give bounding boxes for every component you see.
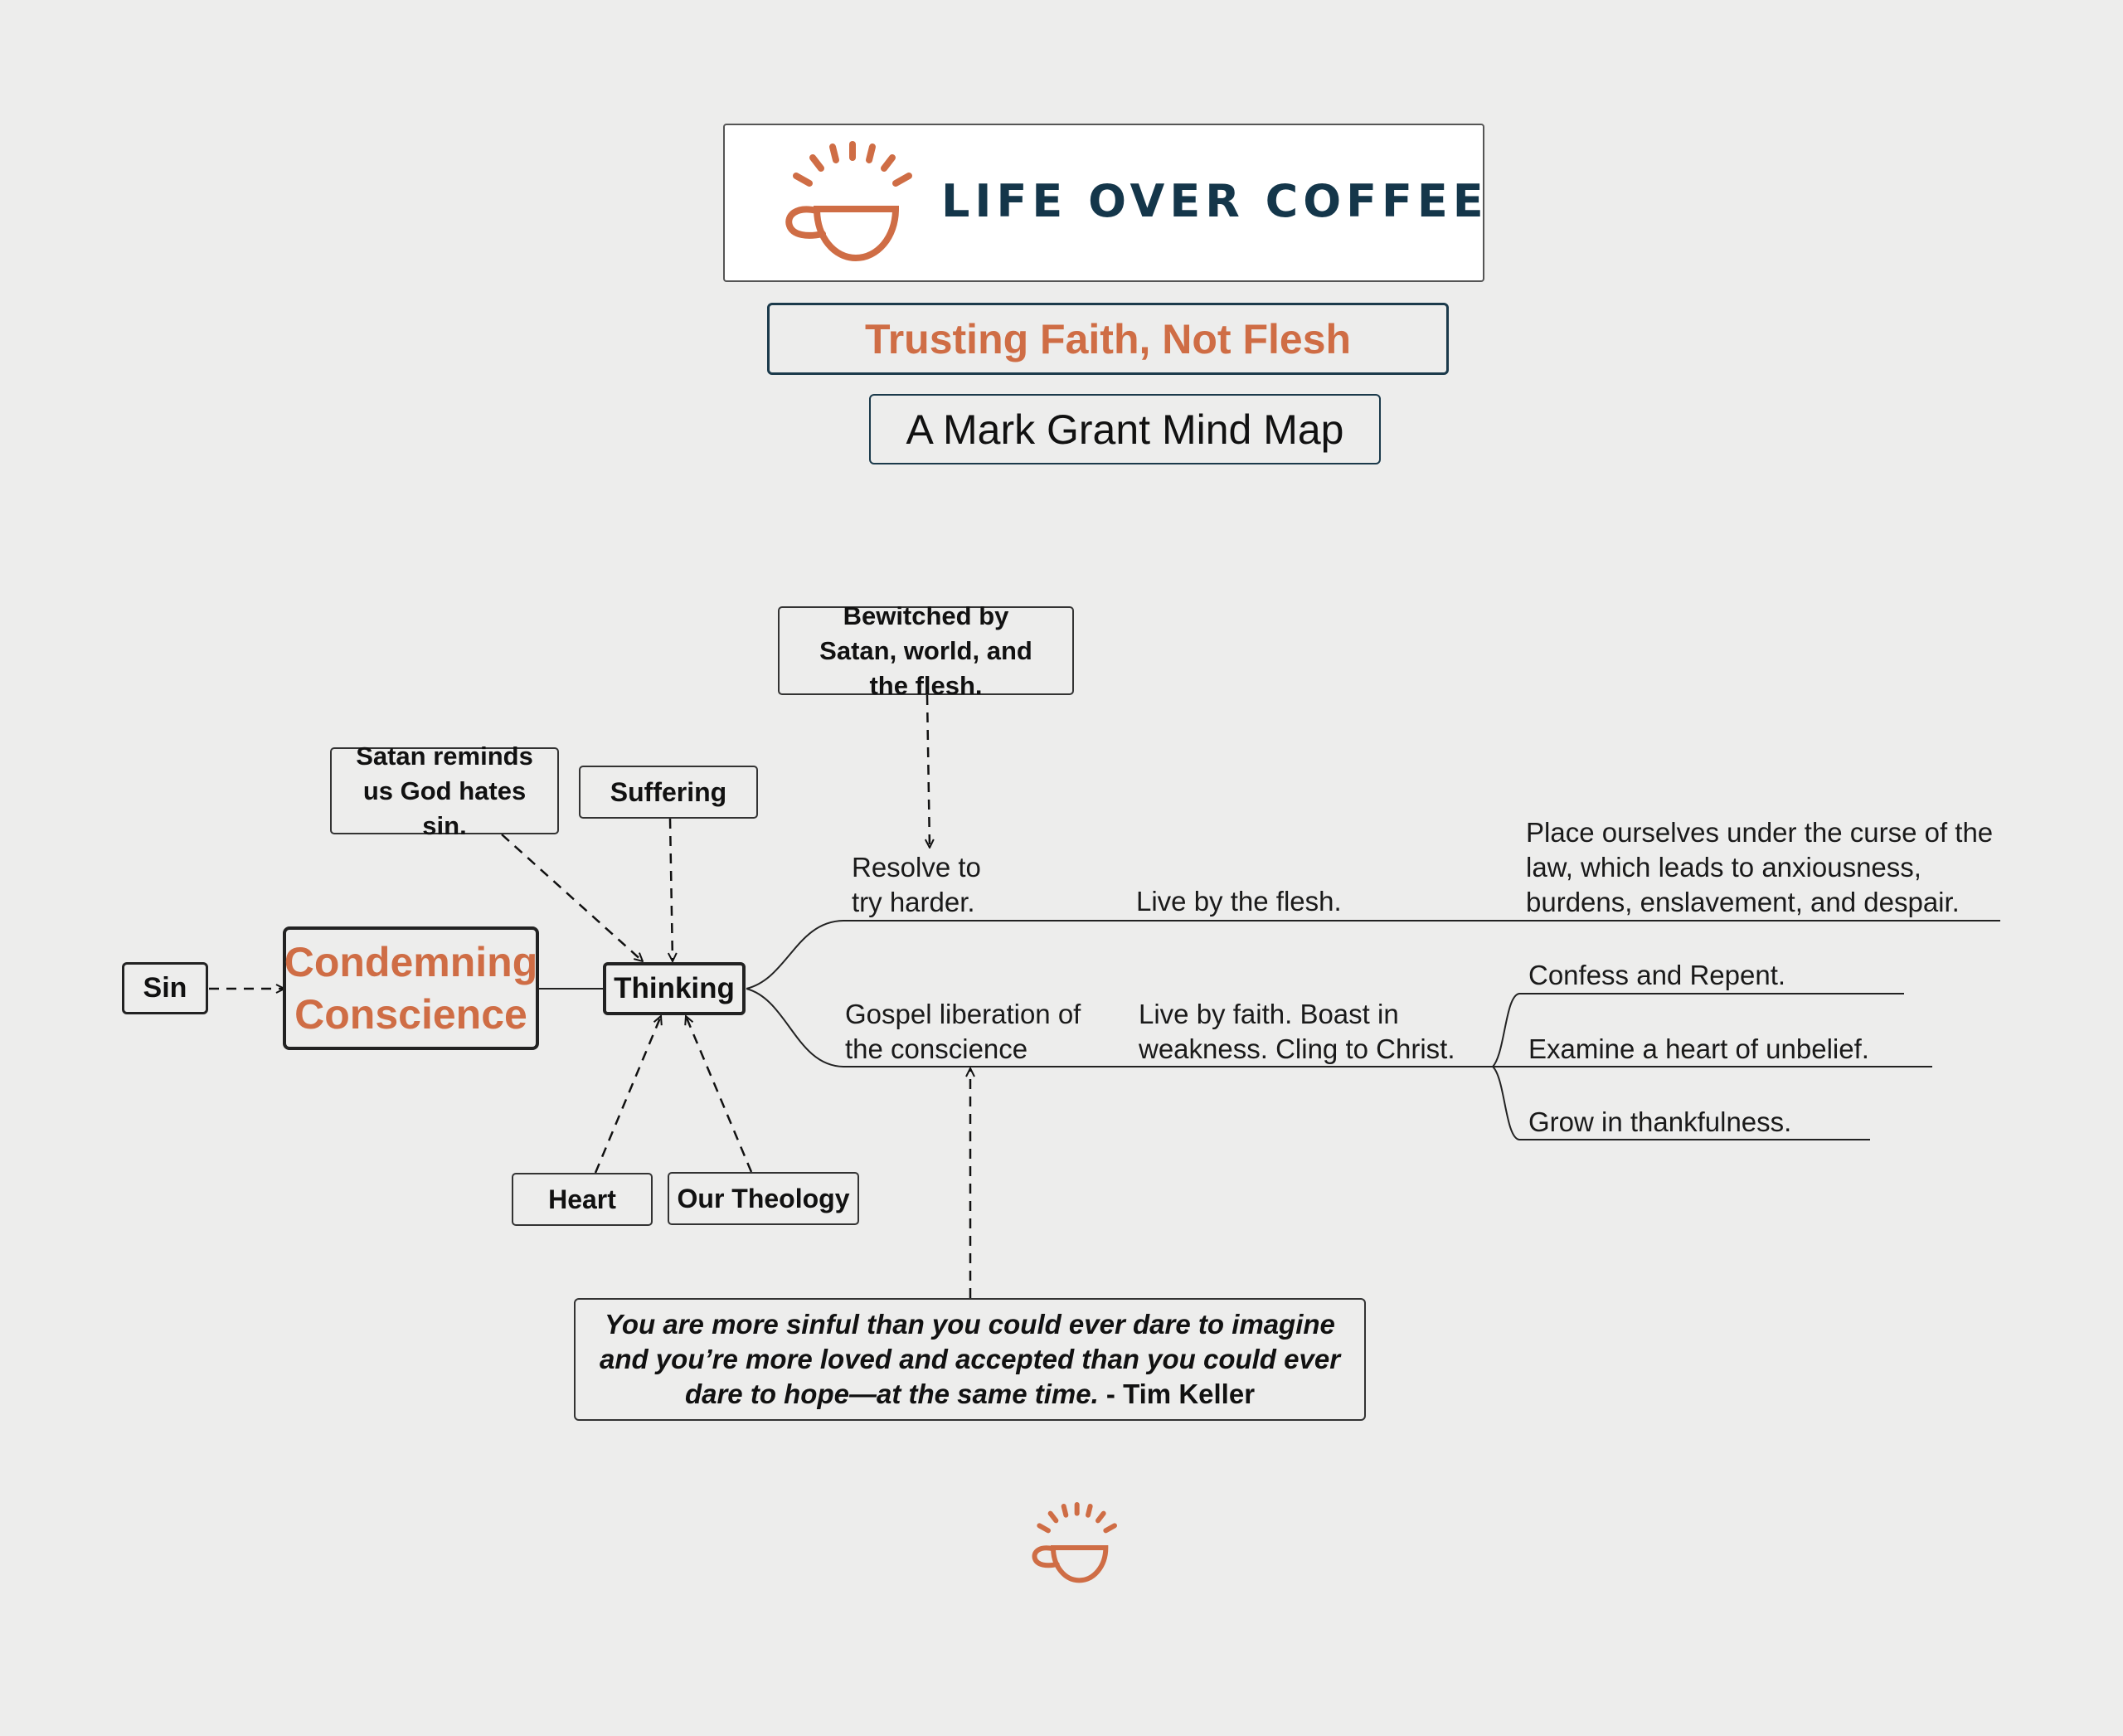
node-heart-label: Heart — [548, 1184, 616, 1214]
outcome-confess-label: Confess and Repent. — [1528, 960, 1786, 990]
theology-to-thinking-arrow — [686, 1016, 753, 1173]
bewitched-to-resolve-arrow — [927, 694, 930, 848]
branch-live-faith-label: Live by faith. Boast in weakness. Cling … — [1139, 999, 1455, 1064]
page-title: Trusting Faith, Not Flesh — [767, 303, 1449, 375]
quote-box: You are more sinful than you could ever … — [574, 1298, 1366, 1421]
node-sin: Sin — [122, 962, 208, 1014]
node-central-label: Condemning Conscience — [284, 938, 538, 1038]
node-suffering: Suffering — [579, 766, 758, 819]
quote-text: You are more sinful than you could ever … — [599, 1309, 1341, 1409]
page-subtitle: A Mark Grant Mind Map — [869, 394, 1381, 464]
node-thinking-label: Thinking — [614, 972, 735, 1004]
node-our-theology-label: Our Theology — [677, 1183, 850, 1213]
node-heart: Heart — [512, 1173, 653, 1226]
brand-name: LIFE OVER COFFEE — [941, 175, 1489, 227]
branch-resolve-label: Resolve to try harder. — [852, 852, 981, 917]
node-central: Condemning Conscience — [283, 926, 539, 1050]
faith-branch-line — [746, 988, 1493, 1067]
flesh-branch-line — [746, 920, 2000, 990]
satan-to-thinking-arrow — [501, 834, 643, 961]
outcome-examine-label: Examine a heart of unbelief. — [1528, 1033, 1869, 1064]
coffee-cup-sunrise-icon — [1032, 1502, 1117, 1583]
branch-live-flesh-label: Live by the flesh. — [1136, 886, 1342, 917]
outcome-curse-label: Place ourselves under the curse of the l… — [1526, 817, 1994, 917]
node-bewitched: Bewitched by Satan, world, and the flesh… — [778, 601, 1074, 700]
outcome-thankful-label: Grow in thankfulness. — [1528, 1106, 1792, 1137]
quote-attribution: - Tim Keller — [1098, 1379, 1256, 1409]
node-suffering-label: Suffering — [610, 776, 727, 807]
node-satan-reminds: Satan reminds us God hates sin. — [330, 742, 559, 840]
outcome-thankful-line — [1492, 1066, 1870, 1140]
outcome-confess-line — [1492, 993, 1904, 1067]
coffee-cup-sunrise-icon — [785, 141, 912, 262]
suffering-to-thinking-arrow — [670, 818, 673, 961]
heart-to-thinking-arrow — [594, 1016, 661, 1174]
node-our-theology: Our Theology — [668, 1172, 859, 1225]
node-bewitched-label: Bewitched by Satan, world, and the flesh… — [819, 601, 1032, 700]
branch-gospel-label: Gospel liberation of the conscience — [845, 999, 1081, 1064]
node-sin-label: Sin — [143, 972, 187, 1004]
node-thinking: Thinking — [603, 962, 746, 1015]
node-satan-reminds-label: Satan reminds us God hates sin. — [356, 741, 533, 840]
